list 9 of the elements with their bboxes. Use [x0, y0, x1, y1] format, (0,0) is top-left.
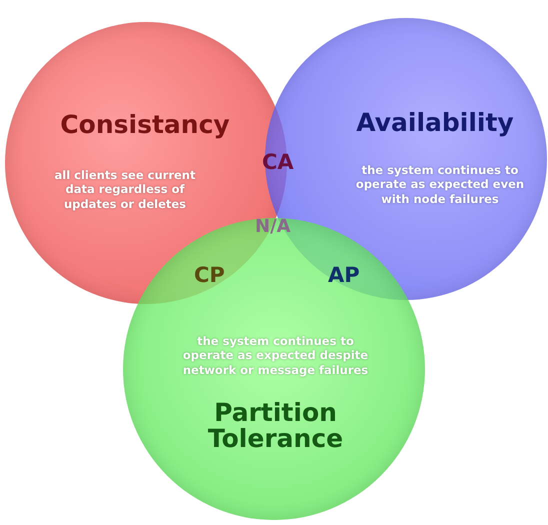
intersection-label: AP	[328, 263, 360, 287]
circle-description: the system continues to operate as expected despite network or message failures	[182, 334, 370, 378]
circle-title: Availability	[355, 110, 515, 136]
circle-description: all clients see current data regardless of updates or deletes	[54, 168, 196, 212]
circle-description: the system continues to operate as expected even with node failures	[354, 163, 526, 206]
intersection-label: N/A	[255, 216, 291, 237]
circle-title: Partition Tolerance	[206, 400, 344, 452]
circle-title: Consistancy	[59, 112, 231, 138]
intersection-label: CP	[194, 263, 225, 287]
